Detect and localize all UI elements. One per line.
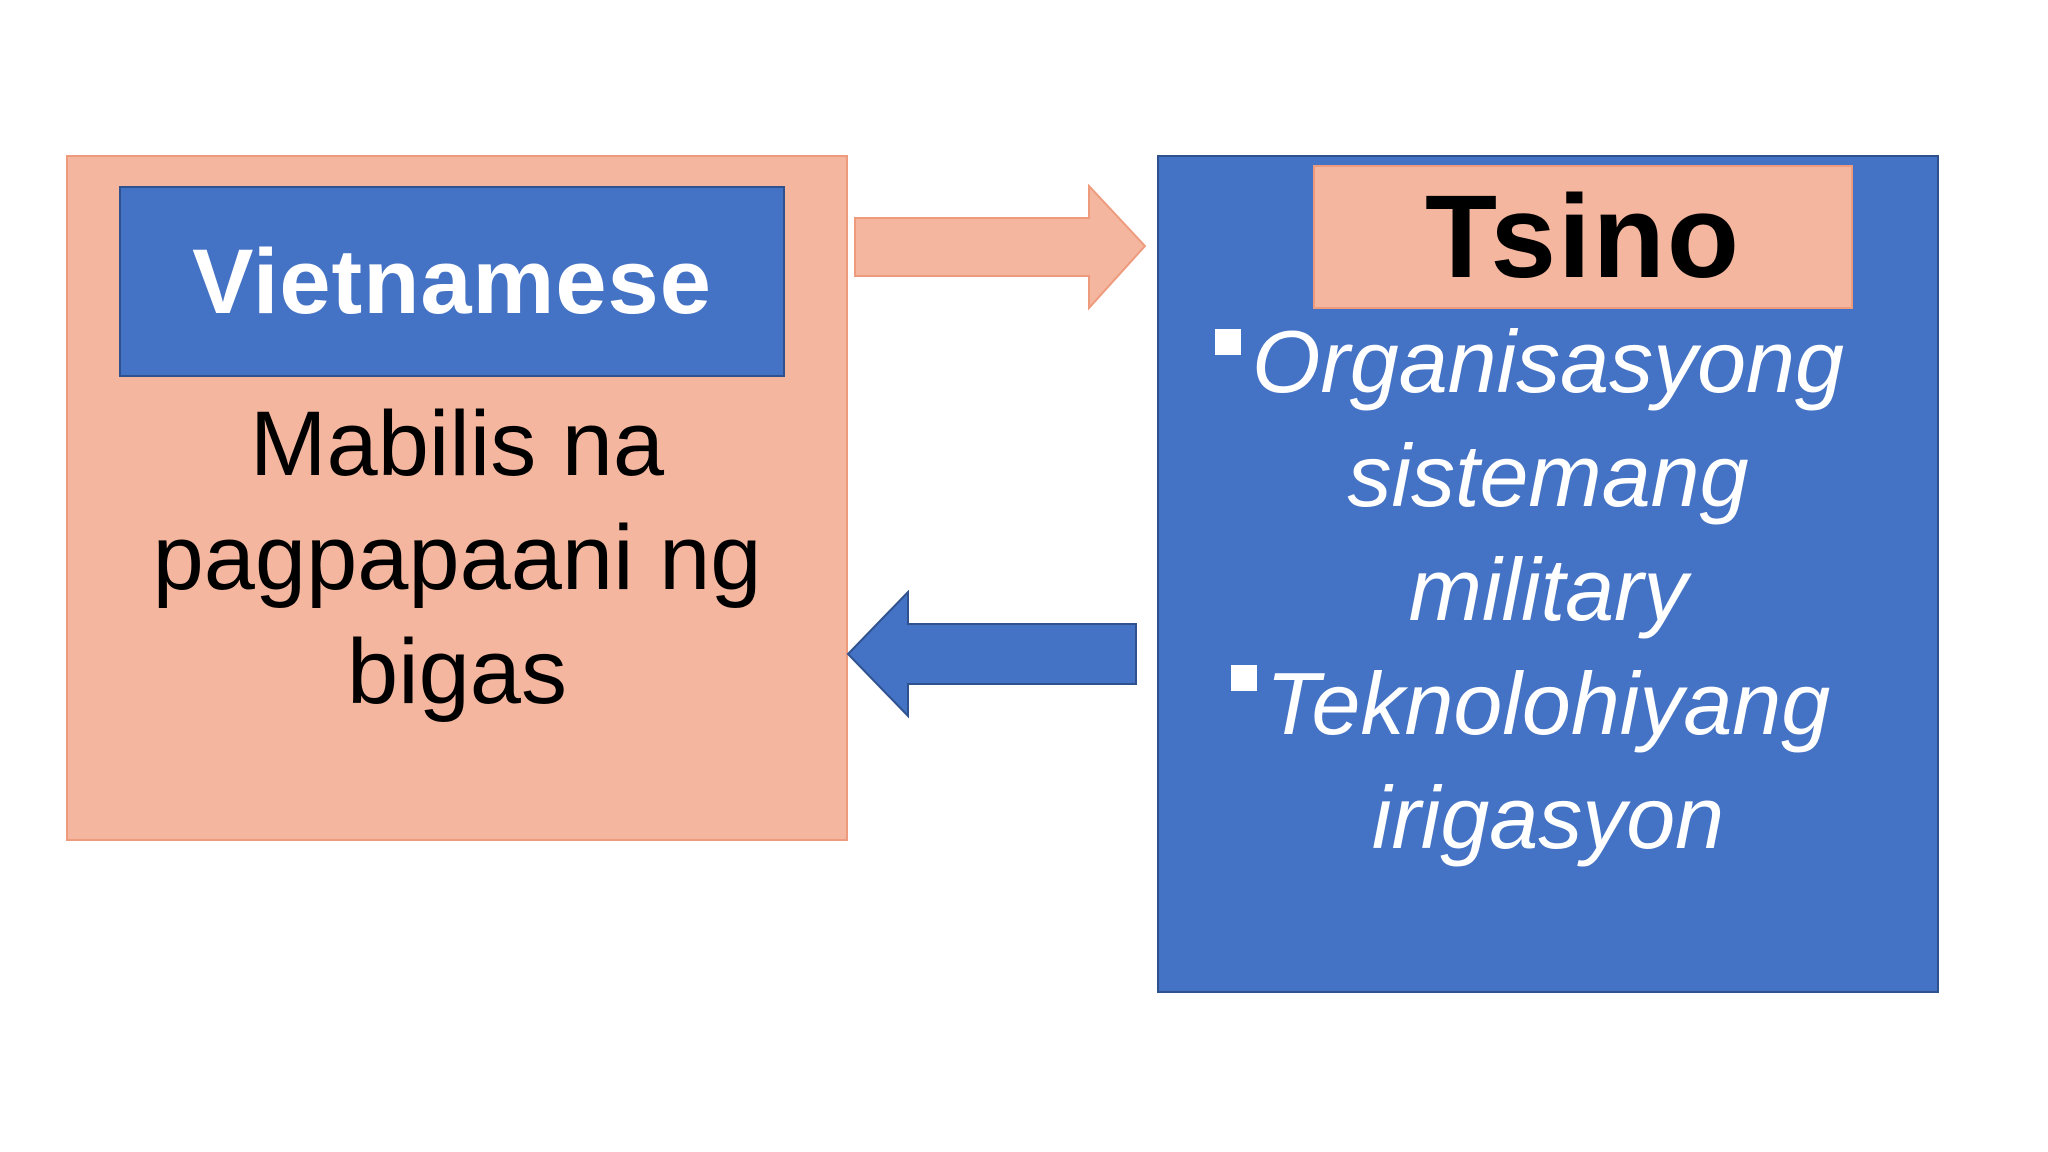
arrow-right-icon xyxy=(854,184,1147,311)
tsino-bullet-1: Organisasyong sistemang military xyxy=(1159,305,1937,647)
vietnamese-title-box: Vietnamese xyxy=(119,186,785,377)
square-bullet-icon xyxy=(1231,665,1257,691)
vietnamese-body-line-1: Mabilis na xyxy=(249,393,665,495)
tsino-bullet-1-line-2: sistemang xyxy=(1347,426,1749,525)
square-bullet-icon xyxy=(1215,329,1241,355)
vietnamese-box: Vietnamese Mabilis na pagpapaani ng biga… xyxy=(66,155,848,841)
vietnamese-body-line-2: pagpapaani ng xyxy=(152,507,762,609)
vietnamese-body: Mabilis na pagpapaani ng bigas xyxy=(68,387,846,729)
tsino-bullet-1-line-3: military xyxy=(1408,540,1688,639)
tsino-bullet-2: Teknolohiyang irigasyon xyxy=(1159,647,1937,875)
arrow-left-icon xyxy=(846,590,1137,719)
tsino-bullet-2-line-2: irigasyon xyxy=(1371,768,1725,867)
tsino-bullet-1-line-1: Organisasyong xyxy=(1252,312,1844,411)
tsino-title-box: Tsino xyxy=(1313,165,1853,309)
tsino-title: Tsino xyxy=(1425,171,1741,303)
vietnamese-body-line-3: bigas xyxy=(347,621,567,723)
vietnamese-title: Vietnamese xyxy=(192,230,712,333)
tsino-bullet-2-line-1: Teknolohiyang xyxy=(1265,654,1831,753)
tsino-box: Tsino Organisasyong sistemang military T… xyxy=(1157,155,1939,993)
